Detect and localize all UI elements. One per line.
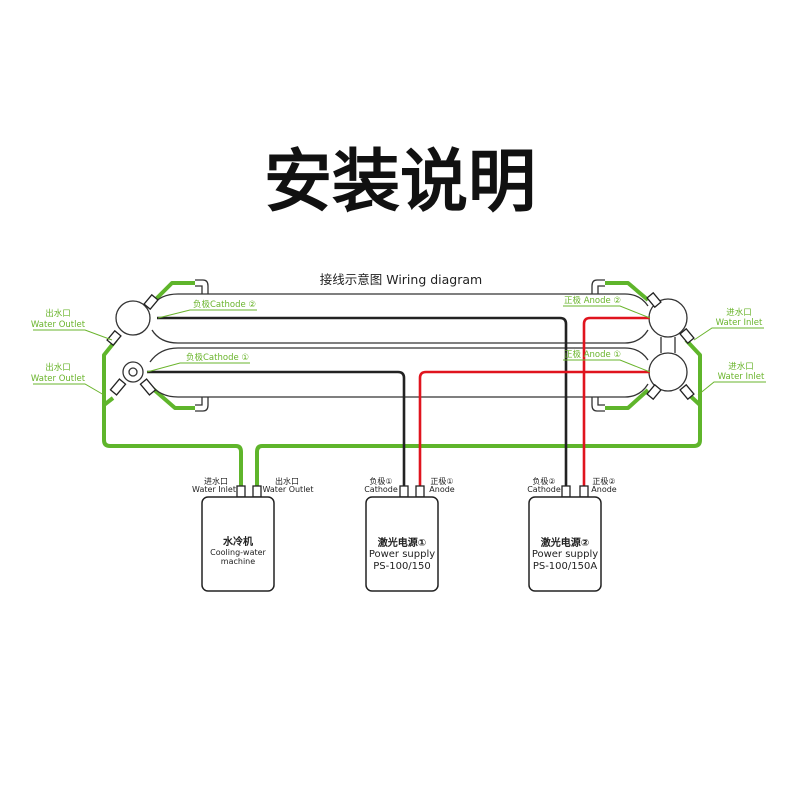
cathode-1-label: 负极Cathode ①: [186, 352, 249, 363]
outlet-1-en: Water Outlet: [31, 320, 86, 330]
cathode-wire-1: [147, 370, 406, 488]
psu2-cathode-en: Cathode: [527, 485, 561, 494]
inlet-1-cn: 进水口: [726, 307, 752, 318]
psu2-anode-cn: 正极②: [592, 476, 615, 486]
anode-wire-2: [582, 316, 650, 488]
psu2-model: PS-100/150A: [533, 561, 598, 572]
chiller-name-cn: 水冷机: [222, 535, 253, 548]
outlet-2-en: Water Outlet: [31, 374, 86, 384]
outlet-2-cn: 出水口: [45, 362, 71, 373]
chiller-name-en1: Cooling-water: [210, 548, 266, 557]
power-supply-2: 负极② Cathode 正极② Anode 激光电源② Power supply…: [527, 476, 617, 592]
chiller-name-en2: machine: [221, 557, 255, 566]
outlet-1-cn: 出水口: [45, 308, 71, 319]
psu2-name-cn: 激光电源②: [541, 536, 589, 549]
cooling-water-machine: 进水口 Water Inlet 出水口 Water Outlet 水冷机 Coo…: [192, 476, 314, 592]
power-supply-1: 负极① Cathode 正极① Anode 激光电源① Power supply…: [364, 476, 455, 592]
laser-tube-1: [106, 279, 695, 347]
inlet-2-en: Water Inlet: [718, 372, 765, 382]
anode-wire-1: [418, 370, 650, 488]
chiller-outlet-cn: 出水口: [275, 476, 299, 486]
psu1-name-en: Power supply: [369, 549, 435, 560]
diagram-title: 接线示意图 Wiring diagram: [320, 272, 482, 287]
water-pipes: [102, 281, 702, 488]
psu1-model: PS-100/150: [373, 561, 431, 572]
anode-1-label: 正极 Anode ①: [564, 349, 621, 360]
cathode-2-label: 负极Cathode ②: [193, 299, 256, 310]
psu1-anode-cn: 正极①: [430, 476, 453, 486]
anode-2-label: 正极 Anode ②: [564, 295, 621, 306]
inlet-1-en: Water Inlet: [716, 318, 763, 328]
psu1-anode-en: Anode: [429, 485, 455, 494]
page-title: 安装说明: [264, 143, 536, 222]
psu2-name-en: Power supply: [532, 549, 598, 560]
psu1-name-cn: 激光电源①: [378, 536, 426, 549]
cathode-wire-2: [157, 316, 568, 488]
psu1-cathode-cn: 负极①: [369, 476, 392, 486]
chiller-inlet-cn: 进水口: [204, 476, 228, 486]
psu2-anode-en: Anode: [591, 485, 617, 494]
chiller-outlet-en: Water Outlet: [263, 485, 314, 494]
psu2-cathode-cn: 负极②: [532, 476, 555, 486]
leader-lines: [33, 305, 766, 396]
psu1-cathode-en: Cathode: [364, 485, 398, 494]
chiller-inlet-en: Water Inlet: [192, 485, 236, 494]
inlet-2-cn: 进水口: [728, 361, 754, 372]
